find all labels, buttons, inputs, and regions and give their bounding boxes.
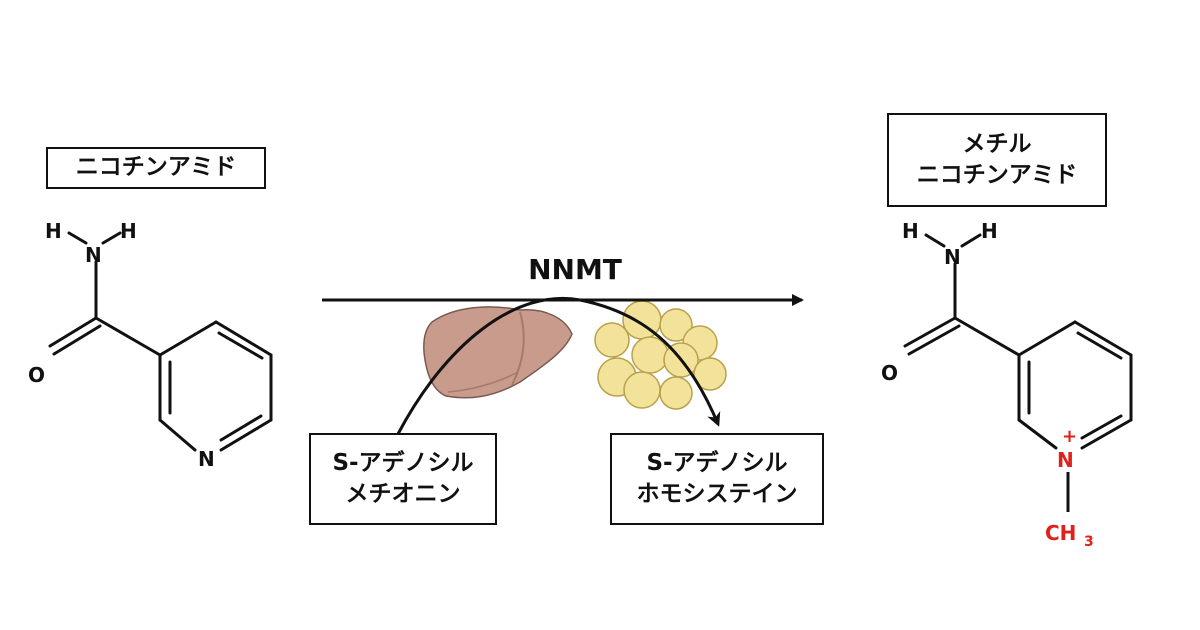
product-label-line2: ニコチンアミド <box>916 162 1078 188</box>
atom-n-amide-left: N <box>85 243 102 267</box>
enzyme-label: NNMT <box>528 253 622 286</box>
positive-charge: + <box>1062 426 1077 447</box>
atom-h-right-1: H <box>902 219 919 243</box>
atom-n-ring-left: N <box>198 447 215 471</box>
product-label-box: メチル ニコチンアミド <box>887 113 1107 207</box>
cofactor-in-line1: S-アデノシル <box>332 449 474 476</box>
atom-n-plus-ring-right: N <box>1057 448 1074 472</box>
atom-o-right: O <box>881 361 898 385</box>
atom-n-amide-right: N <box>944 245 961 269</box>
methylnicotinamide-structure <box>903 233 1133 450</box>
fat-cells-icon <box>594 300 727 410</box>
atom-h-left-2: H <box>120 219 137 243</box>
cofactor-in-box: S-アデノシル メチオニン <box>309 433 497 525</box>
atom-o-left: O <box>28 363 45 387</box>
substrate-label-box: ニコチンアミド <box>46 147 266 189</box>
product-label-line1: メチル <box>962 130 1032 157</box>
cofactor-out-line1: S-アデノシル <box>646 449 788 476</box>
atom-h-right-2: H <box>981 219 998 243</box>
cofactor-curved-arrow <box>396 297 721 435</box>
atom-h-left-1: H <box>45 219 62 243</box>
cofactor-in-line2: メチオニン <box>345 481 461 507</box>
methyl-group-ch: CH <box>1045 521 1076 545</box>
liver-icon <box>423 306 573 399</box>
cofactor-out-box: S-アデノシル ホモシステイン <box>610 433 824 525</box>
cofactor-out-line2: ホモシステイン <box>636 481 798 507</box>
nicotinamide-structure <box>48 231 273 452</box>
methyl-group-subscript: 3 <box>1084 534 1094 550</box>
substrate-label: ニコチンアミド <box>75 154 237 181</box>
